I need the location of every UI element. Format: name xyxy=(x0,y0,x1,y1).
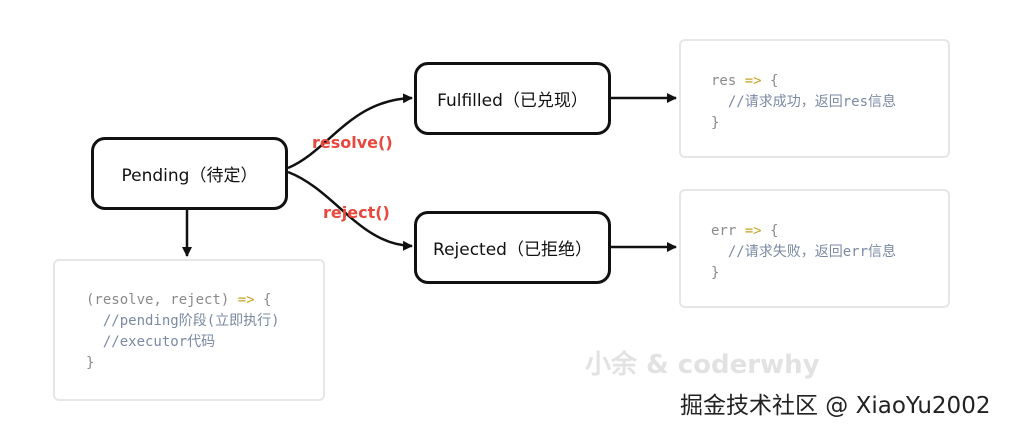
code-brace: { xyxy=(770,73,779,89)
pending-state-label: Pending（待定） xyxy=(121,166,258,186)
code-brace: } xyxy=(86,355,95,371)
executor-code-box: (resolve, reject) => { //pending阶段(立即执行)… xyxy=(53,259,325,401)
code-brace: { xyxy=(263,292,272,308)
arrow-pending-to-rejected xyxy=(287,170,413,251)
code-arrow: => xyxy=(229,292,264,308)
code-brace: { xyxy=(770,223,779,239)
rejected-state-label: Rejected（已拒绝） xyxy=(433,240,592,260)
pending-state-box: Pending（待定） xyxy=(91,137,288,210)
code-arrow: => xyxy=(736,73,771,89)
arrow-pending-to-fulfilled xyxy=(287,93,413,170)
code-comment: //请求成功，返回res信息 xyxy=(711,94,897,110)
code-line: err => { xyxy=(711,221,948,242)
rejected-state-box: Rejected（已拒绝） xyxy=(414,211,611,284)
code-comment: //executor代码 xyxy=(86,334,216,350)
code-line: (resolve, reject) => { xyxy=(86,290,323,311)
resolve-call-label: resolve() xyxy=(312,133,393,152)
fulfilled-state-box: Fulfilled（已兑现） xyxy=(414,62,611,135)
code-arrow: => xyxy=(736,223,771,239)
code-line: res => { xyxy=(711,71,948,92)
res-handler-code-box: res => { //请求成功，返回res信息 } xyxy=(679,39,950,158)
code-brace: } xyxy=(711,115,720,131)
reject-call-label: reject() xyxy=(323,203,390,222)
code-comment: //pending阶段(立即执行) xyxy=(86,313,280,329)
author-watermark: 小余 & coderwhy xyxy=(585,350,820,380)
code-param: res xyxy=(711,73,737,89)
code-param: err xyxy=(711,223,737,239)
code-params: (resolve, reject) xyxy=(86,292,230,308)
code-comment: //请求失败，返回err信息 xyxy=(711,244,897,260)
site-watermark: 掘金技术社区 @ XiaoYu2002 xyxy=(680,393,991,419)
fulfilled-state-label: Fulfilled（已兑现） xyxy=(437,91,588,111)
code-brace: } xyxy=(711,265,720,281)
err-handler-code-box: err => { //请求失败，返回err信息 } xyxy=(679,189,950,308)
